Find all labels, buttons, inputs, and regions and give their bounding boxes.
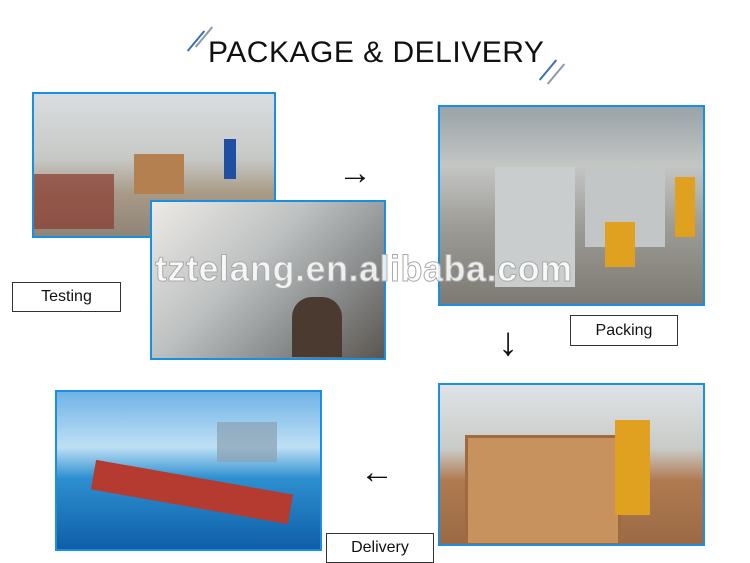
- testing-photo-machine: [150, 200, 386, 360]
- packing-photo: [438, 105, 705, 306]
- testing-label: Testing: [12, 282, 121, 312]
- delivery-label: Delivery: [326, 533, 434, 563]
- arrow-down-icon: ↓: [498, 320, 518, 364]
- watermark: tztelang.en.alibaba.com: [155, 248, 573, 290]
- decor-slash-icon: [186, 30, 206, 52]
- delivery-ship-photo: [55, 390, 322, 551]
- arrow-left-icon: ←: [360, 453, 394, 491]
- page-title: PACKAGE & DELIVERY: [208, 36, 545, 69]
- packing-label: Packing: [570, 315, 678, 346]
- delivery-crate-photo: [438, 383, 705, 546]
- arrow-right-icon: →: [338, 154, 372, 192]
